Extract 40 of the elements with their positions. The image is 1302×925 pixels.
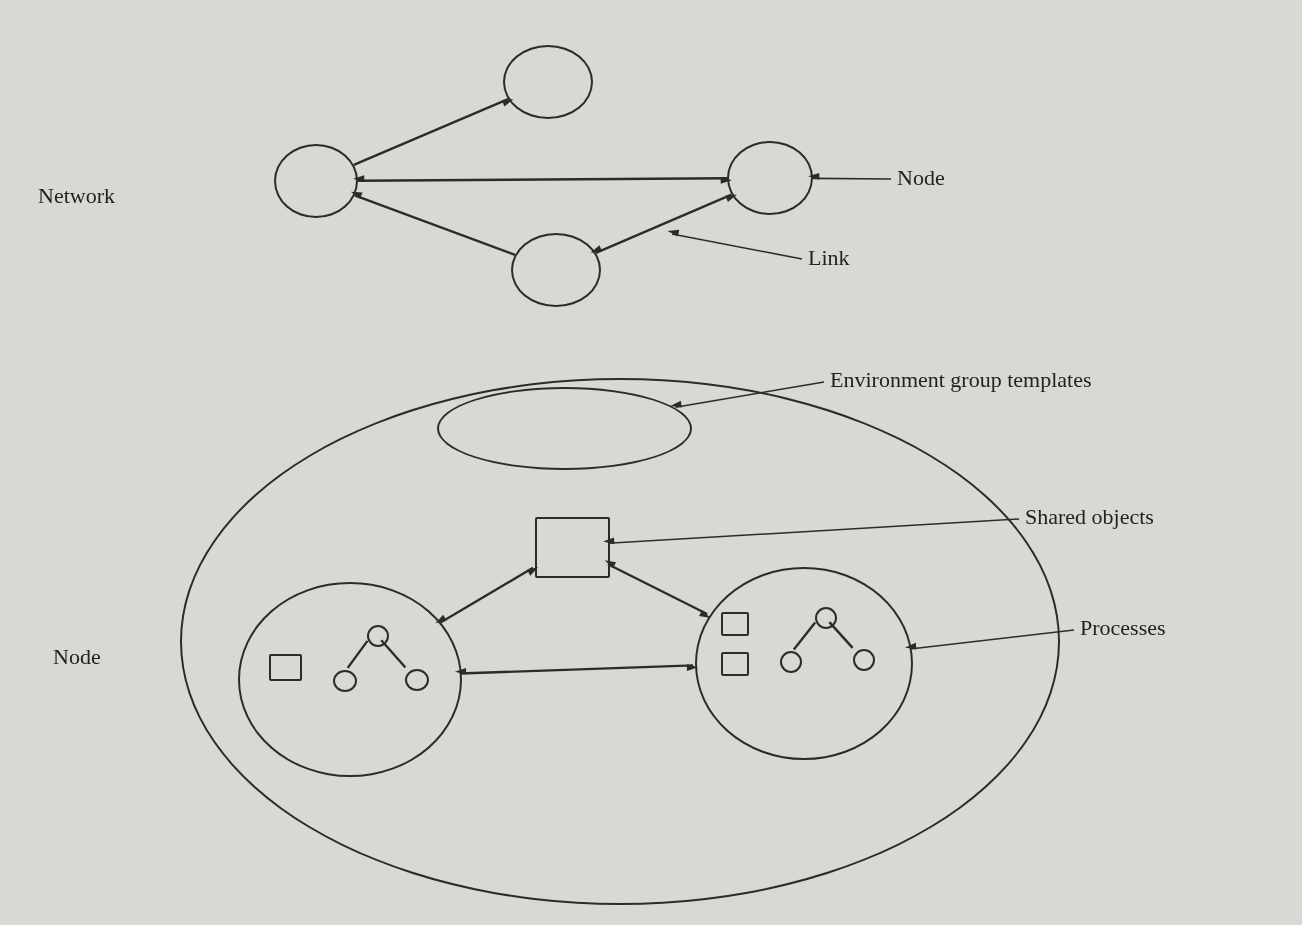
- double-arrow: [454, 664, 699, 675]
- double-arrow: [590, 193, 737, 254]
- node-circle: [333, 670, 357, 692]
- square-shape: [721, 652, 749, 676]
- node-circle: [511, 233, 601, 307]
- node-circle: [727, 141, 813, 215]
- leader-line: [808, 172, 892, 180]
- node-circle: [274, 144, 358, 218]
- leader-line: [904, 629, 1075, 650]
- connector-line: [380, 639, 407, 669]
- node-circle: [405, 669, 429, 691]
- connector-line: [828, 621, 854, 649]
- leader-line: [670, 381, 825, 409]
- leader-line: [667, 229, 803, 260]
- callout-label: Node: [897, 166, 973, 190]
- double-arrow: [353, 175, 732, 184]
- square-shape: [269, 654, 302, 681]
- node-circle: [503, 45, 593, 119]
- connector-line: [792, 621, 817, 651]
- node-circle: [853, 649, 875, 671]
- callout-label: Processes: [1080, 616, 1204, 642]
- node-circle: [780, 651, 802, 673]
- callout-label: Link: [808, 246, 872, 270]
- leader-line: [603, 518, 1020, 545]
- node-circle: [815, 607, 837, 629]
- arrow: [353, 97, 514, 166]
- arrow: [350, 191, 516, 256]
- text-label: Network: [38, 184, 115, 208]
- double-arrow: [604, 560, 711, 619]
- node-circle: [238, 582, 462, 777]
- node-circle: [367, 625, 389, 647]
- double-arrow: [435, 566, 539, 624]
- square-shape: [535, 517, 610, 578]
- node-circle: [695, 567, 913, 760]
- connector-line: [346, 640, 369, 669]
- text-label: Node: [53, 645, 101, 669]
- callout-label: Environment group templates: [830, 368, 1240, 394]
- ellipse-shape: [437, 387, 692, 470]
- callout-label: Shared objects: [1025, 505, 1225, 531]
- square-shape: [721, 612, 749, 636]
